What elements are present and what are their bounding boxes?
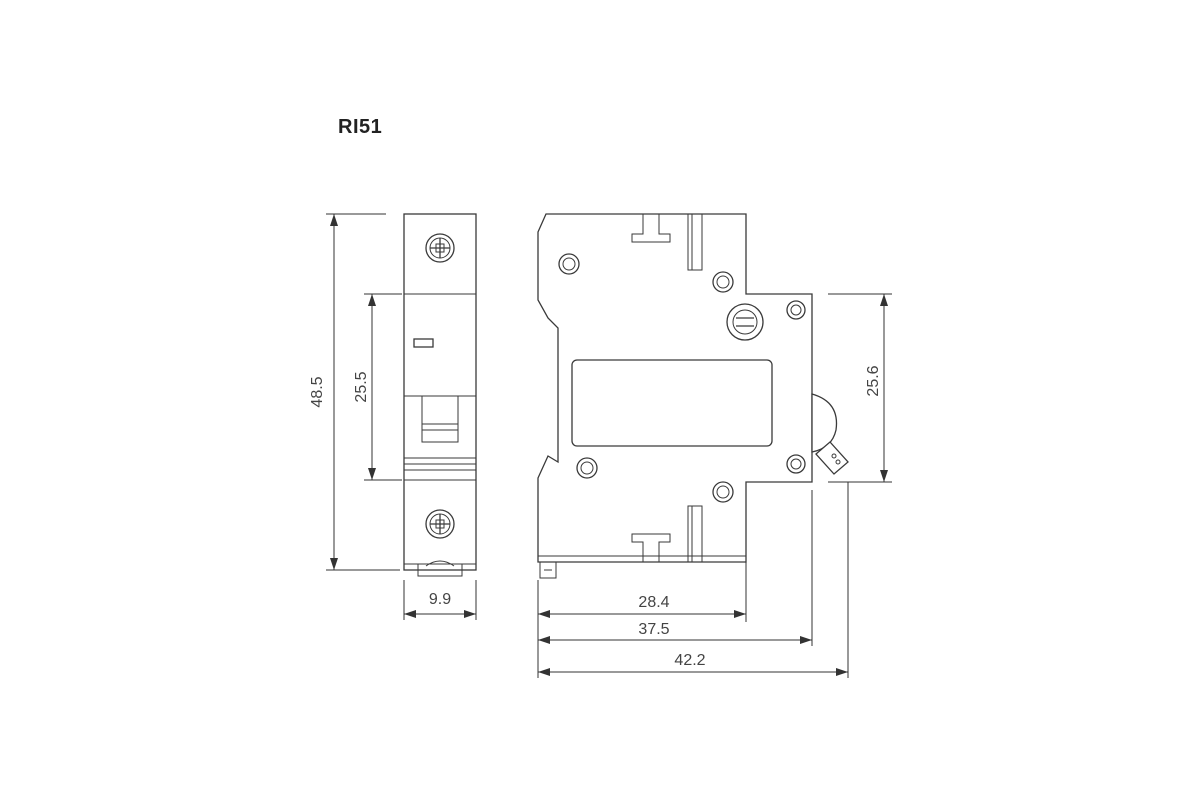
- dimension-width-front: 9.9: [403, 580, 477, 620]
- adjustment-screw-icon: [726, 303, 764, 341]
- top-screw-icon: [425, 233, 455, 263]
- dimension-height-total: 48.5: [309, 213, 400, 571]
- front-toggle-lever: [404, 395, 476, 443]
- front-view: [403, 213, 477, 577]
- front-bottom-terminal: [403, 479, 477, 565]
- rivet-icon: [576, 457, 598, 479]
- side-body-outline: [537, 213, 813, 563]
- rivet-icon: [712, 481, 734, 503]
- dimension-height-window: 25.5: [353, 293, 402, 481]
- top-rail-slot: [631, 213, 703, 271]
- rivet-icon: [712, 271, 734, 293]
- drawing-title: RI51: [338, 116, 383, 138]
- dimension-label-height-window: 25.5: [353, 371, 370, 402]
- dimension-depth-mid: 37.5: [538, 621, 812, 644]
- side-view: [537, 213, 849, 579]
- label-window: [571, 359, 773, 447]
- dimension-depth-total: 42.2: [538, 652, 848, 676]
- rivet-icon: [786, 300, 806, 320]
- dimension-label-width-front: 9.9: [429, 591, 451, 608]
- status-indicator-window: [413, 338, 434, 348]
- front-body-outline: [403, 213, 477, 571]
- bottom-screw-icon: [425, 509, 455, 539]
- side-din-clip: [539, 561, 557, 579]
- rivet-icon: [786, 454, 806, 474]
- rivet-icon: [558, 253, 580, 275]
- dimension-label-depth-base: 28.4: [638, 594, 669, 611]
- din-clip: [417, 560, 463, 577]
- dimension-label-height-total: 48.5: [309, 376, 326, 407]
- dimension-label-height-side-step: 25.6: [865, 365, 882, 396]
- bottom-rail-slot: [631, 505, 703, 563]
- side-toggle-handle: [811, 393, 849, 475]
- dimension-label-depth-mid: 37.5: [638, 621, 669, 638]
- dimension-label-depth-total: 42.2: [674, 652, 705, 669]
- front-top-terminal: [403, 213, 477, 295]
- dimension-height-side-step: 25.6: [828, 293, 892, 483]
- dimension-depth-base: 28.4: [538, 594, 746, 618]
